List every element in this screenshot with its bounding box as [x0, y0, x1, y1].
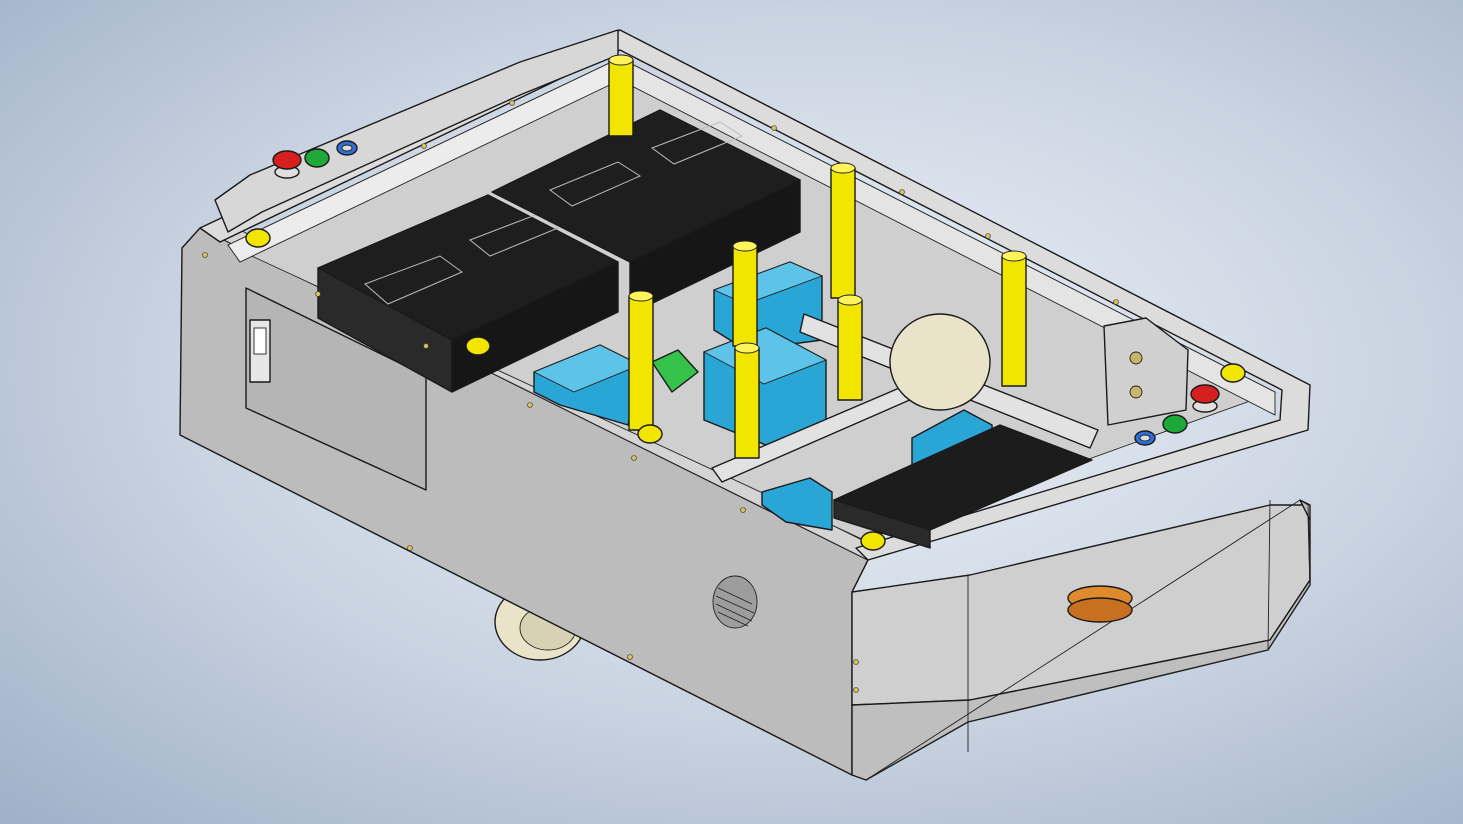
- reset-button-front[interactable]: [1134, 430, 1156, 446]
- power-supply-module-1: [532, 344, 642, 426]
- standoff-1: [608, 54, 634, 137]
- standoff-5: [1001, 250, 1027, 387]
- rim-screws: [202, 100, 1119, 693]
- motor-mount-plate: [1103, 317, 1189, 426]
- emergency-stop-front-icon[interactable]: [1190, 384, 1220, 413]
- access-door-panel: [245, 287, 427, 491]
- drive-wheel-right: [889, 313, 991, 411]
- reset-button[interactable]: [336, 140, 358, 156]
- standoff-4: [628, 290, 654, 431]
- start-button-front[interactable]: [1162, 414, 1188, 434]
- green-pcb: [651, 349, 699, 393]
- battery-pack-1: [317, 194, 619, 393]
- power-switch-icon[interactable]: [249, 319, 271, 383]
- bumper-coupler: [1067, 585, 1133, 623]
- emergency-stop-icon[interactable]: [272, 150, 302, 179]
- start-button[interactable]: [304, 148, 330, 168]
- standoff-6: [837, 294, 863, 401]
- standoff-7: [734, 342, 760, 459]
- chassis-top-rim: [199, 29, 1311, 561]
- standoff-3: [732, 240, 758, 347]
- speaker-grille-icon: [712, 575, 758, 629]
- standoff-cap-1: [245, 228, 1246, 551]
- standoff-2: [830, 162, 856, 299]
- controller-board: [833, 424, 1093, 549]
